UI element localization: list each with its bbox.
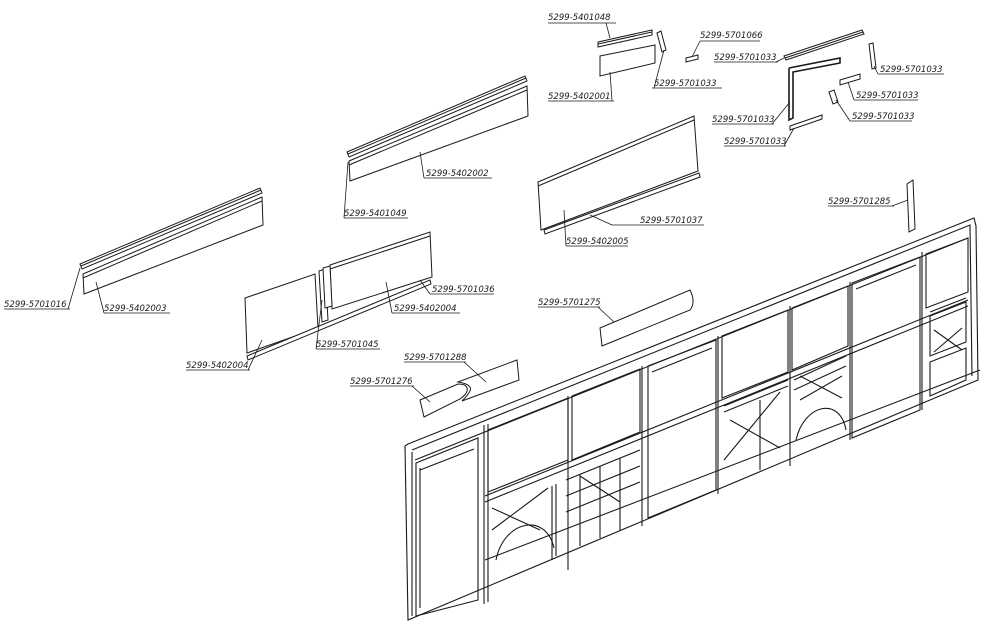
part-5701066 [685, 54, 699, 63]
label-5701066: 5299-5701066 [700, 31, 763, 41]
part-5701276 [419, 383, 468, 418]
part-5701016-rail [79, 187, 263, 270]
label-5701033: 5299-5701033 [852, 112, 915, 122]
part-5701036-rail [246, 279, 432, 361]
part-5402004-right-panel [322, 231, 433, 310]
part-5402002-panel [348, 85, 529, 182]
label-5701276: 5299-5701276 [350, 377, 413, 387]
label-5401048: 5299-5401048 [548, 13, 611, 23]
part-5401049-rail [346, 75, 528, 158]
label-5701033: 5299-5701033 [856, 91, 919, 101]
label-5701037: 5299-5701037 [640, 216, 703, 226]
part-5701275 [599, 289, 694, 347]
part-5701033-bracket [828, 73, 861, 105]
label-5701033: 5299-5701033 [714, 53, 777, 63]
part-5701285 [906, 179, 916, 233]
part-labels: 5299-5401048 5299-5402001 5299-5701033 5… [4, 13, 943, 387]
part-5701037-rail [543, 172, 701, 235]
label-5701045: 5299-5701045 [316, 340, 379, 350]
label-5701016: 5299-5701016 [4, 300, 67, 310]
label-5402004: 5299-5402004 [186, 361, 249, 371]
part-5701033-small-upright [868, 42, 877, 70]
label-5701033: 5299-5701033 [654, 79, 717, 89]
label-5402001: 5299-5402001 [548, 92, 611, 102]
part-5402005-panel [537, 115, 699, 231]
leader-lines [4, 22, 944, 403]
label-5402003: 5299-5402003 [104, 304, 167, 314]
label-5402004: 5299-5402004 [394, 304, 457, 314]
part-5402001 [599, 44, 656, 77]
label-5701275: 5299-5701275 [538, 298, 601, 308]
label-5701033: 5299-5701033 [712, 115, 775, 125]
label-5401049: 5299-5401049 [344, 209, 407, 219]
part-5701033-post-frame [788, 57, 841, 131]
part-5401048 [597, 29, 653, 48]
label-5402002: 5299-5402002 [426, 169, 489, 179]
part-5701033-rail-top [783, 29, 865, 61]
label-5701285: 5299-5701285 [828, 197, 891, 207]
side-frame [404, 217, 981, 621]
label-5402005: 5299-5402005 [566, 237, 629, 247]
label-5701036: 5299-5701036 [432, 285, 495, 295]
part-5701033-strip-a [656, 30, 667, 53]
part-5402003-panel [82, 196, 264, 295]
label-5701288: 5299-5701288 [404, 353, 467, 363]
label-5701033: 5299-5701033 [880, 65, 943, 75]
label-5701033: 5299-5701033 [724, 137, 787, 147]
part-5701288 [456, 359, 520, 402]
